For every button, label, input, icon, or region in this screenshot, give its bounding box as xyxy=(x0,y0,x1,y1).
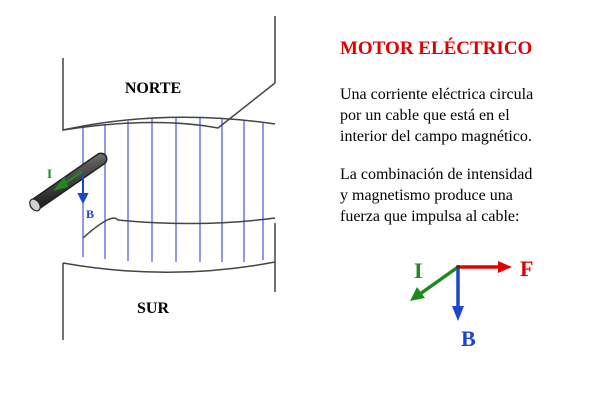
wire-field-arrow xyxy=(77,174,89,205)
text-line: Una corriente eléctrica circula xyxy=(340,86,534,103)
field-vector-arrow xyxy=(452,267,464,321)
south-pole-face-top xyxy=(82,217,276,239)
south-label: SUR xyxy=(137,300,169,317)
wire-end-cap xyxy=(29,198,41,212)
south-pole-face xyxy=(62,261,276,273)
south-pole-piece xyxy=(62,223,276,340)
description-paragraph-1: Una corriente eléctrica circula por un c… xyxy=(340,84,580,147)
page-title: MOTOR ELÉCTRICO xyxy=(340,38,533,59)
text-line: fuerza que impulsa al cable: xyxy=(340,208,520,225)
field-lines xyxy=(82,118,264,262)
text-line: por un cable que está en el xyxy=(340,107,510,124)
wire-field-label: B xyxy=(86,207,94,221)
wire-current-label: I xyxy=(47,166,52,181)
current-vector-arrow xyxy=(410,265,460,301)
north-pole-piece xyxy=(62,16,276,131)
north-label: NORTE xyxy=(125,80,181,97)
description-paragraph-2: La combinación de intensidad y magnetism… xyxy=(340,164,580,227)
force-vector-arrow xyxy=(458,261,512,273)
field-vector-label: B xyxy=(461,326,476,351)
wire-current-arrow xyxy=(53,171,83,191)
vector-diagram: F B I xyxy=(410,256,533,351)
current-vector-label: I xyxy=(414,258,423,283)
north-pole-face xyxy=(62,116,276,131)
text-line: y magnetismo produce una xyxy=(340,187,513,204)
text-line: interior del campo magnético. xyxy=(340,128,532,145)
force-vector-label: F xyxy=(520,256,533,281)
text-line: La combinación de intensidad xyxy=(340,166,533,183)
